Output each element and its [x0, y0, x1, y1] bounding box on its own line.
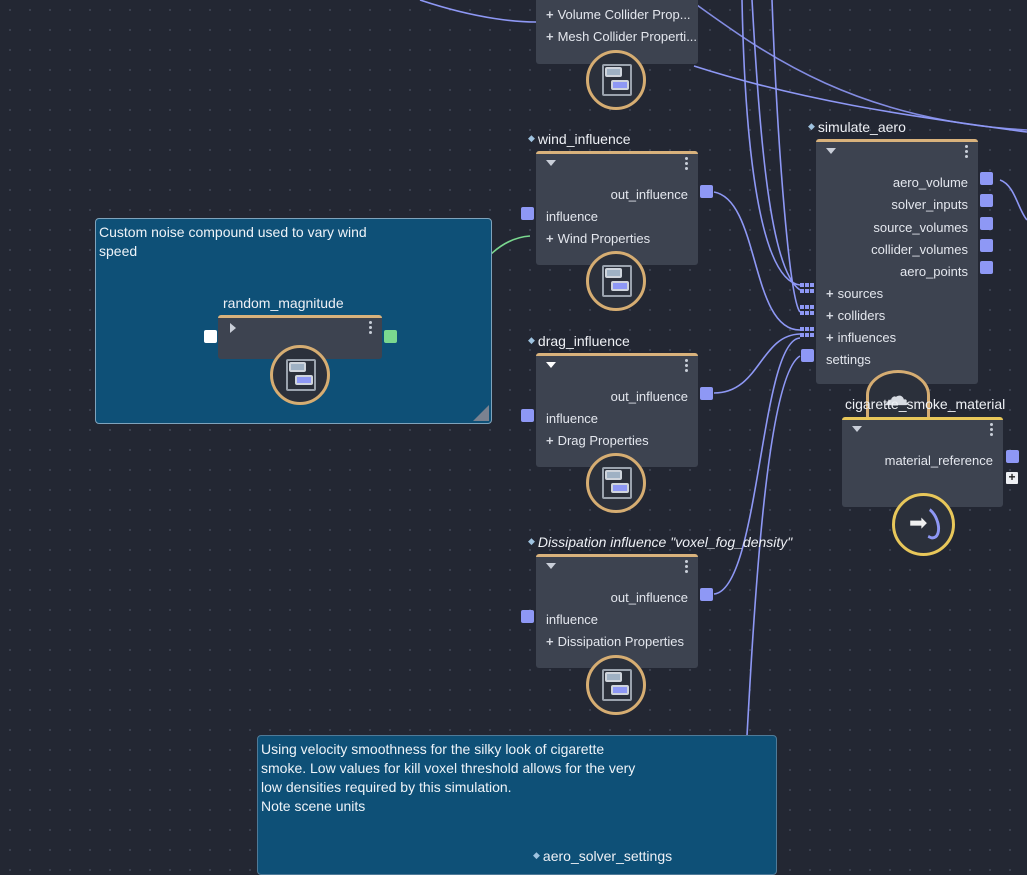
- wire-top-incoming: [419, 0, 537, 23]
- input-label: influence: [546, 612, 599, 627]
- output-label: source_volumes: [873, 220, 968, 235]
- group-row[interactable]: +Volume Collider Prop...: [546, 7, 691, 22]
- triangle-down-icon[interactable]: [546, 362, 556, 368]
- group-row[interactable]: +Mesh Collider Properti...: [546, 29, 698, 44]
- compound-icon[interactable]: [586, 655, 646, 715]
- kebab-menu-icon[interactable]: [369, 321, 372, 336]
- wire-wind-to-influences: [713, 191, 801, 331]
- output-port[interactable]: [980, 172, 993, 185]
- triangle-down-icon[interactable]: [852, 426, 862, 432]
- group-label: Volume Collider Prop...: [557, 7, 691, 22]
- triangle-down-icon[interactable]: [546, 563, 556, 569]
- node-title[interactable]: ◆drag_influence: [528, 333, 630, 349]
- output-port[interactable]: [980, 261, 993, 274]
- output-port[interactable]: [700, 387, 713, 400]
- node-title[interactable]: cigarette_smoke_material: [845, 396, 1006, 412]
- compound-icon[interactable]: [586, 453, 646, 513]
- input-port[interactable]: [521, 409, 534, 422]
- wire-aero-volume-out: [999, 179, 1027, 221]
- input-port[interactable]: [521, 610, 534, 623]
- output-port[interactable]: [700, 588, 713, 601]
- cloud-icon[interactable]: ☁: [866, 370, 930, 420]
- group-label: Mesh Collider Properti...: [557, 29, 698, 44]
- backdrop-note: Custom noise compound used to vary wind …: [99, 224, 367, 259]
- output-label: out_influence: [610, 389, 688, 404]
- arrow-right-icon[interactable]: ➡: [892, 493, 955, 556]
- output-port[interactable]: [1006, 450, 1019, 463]
- output-port[interactable]: [384, 330, 397, 343]
- kebab-menu-icon[interactable]: [685, 157, 688, 172]
- input-label: influence: [546, 411, 599, 426]
- solver-backdrop[interactable]: Using velocity smoothness for the silky …: [257, 735, 777, 875]
- input-multiport[interactable]: [800, 305, 814, 318]
- output-port[interactable]: [700, 185, 713, 198]
- node-title[interactable]: ◆wind_influence: [528, 131, 631, 147]
- output-port[interactable]: [980, 239, 993, 252]
- triangle-right-icon[interactable]: [230, 323, 236, 333]
- input-label: influence: [546, 209, 599, 224]
- group-row[interactable]: +influences: [826, 330, 897, 345]
- input-label: influences: [837, 330, 897, 345]
- compound-icon[interactable]: [586, 251, 646, 311]
- wire-top-to-sources-2: [751, 0, 801, 291]
- input-port[interactable]: [204, 330, 217, 343]
- simulate-aero-node[interactable]: aero_volume solver_inputs source_volumes…: [816, 139, 978, 384]
- colliders-compound-node[interactable]: +Volume Collider Prop... +Mesh Collider …: [536, 0, 698, 64]
- group-row[interactable]: +Drag Properties: [546, 433, 649, 448]
- wire-top-to-colliders: [771, 0, 801, 313]
- compound-icon[interactable]: [270, 345, 330, 405]
- input-port[interactable]: [521, 207, 534, 220]
- kebab-menu-icon[interactable]: [685, 359, 688, 374]
- add-port-button[interactable]: +: [1006, 471, 1018, 484]
- node-title[interactable]: ◆aero_solver_settings: [533, 848, 673, 864]
- group-row[interactable]: +sources: [826, 286, 884, 301]
- input-multiport[interactable]: [800, 327, 814, 340]
- cigarette-smoke-material-node[interactable]: material_reference: [842, 417, 1003, 507]
- group-row[interactable]: +Dissipation Properties: [546, 634, 685, 649]
- wire-top-right: [689, 0, 1027, 131]
- diamond-pin-icon: ◆: [528, 335, 535, 345]
- kebab-menu-icon[interactable]: [990, 423, 993, 438]
- diamond-pin-icon: ◆: [533, 850, 540, 860]
- node-title[interactable]: ◆Dissipation influence "voxel_fog_densit…: [528, 534, 793, 550]
- output-label: aero_volume: [892, 175, 968, 190]
- input-label: sources: [837, 286, 884, 301]
- node-title[interactable]: random_magnitude: [223, 295, 344, 311]
- diamond-pin-icon: ◆: [528, 536, 535, 546]
- wire-top-to-sources-1: [741, 0, 801, 286]
- output-port[interactable]: [980, 217, 993, 230]
- input-label: settings: [826, 352, 871, 367]
- output-label: solver_inputs: [891, 197, 968, 212]
- group-label: Dissipation Properties: [557, 634, 685, 649]
- output-port[interactable]: [980, 194, 993, 207]
- output-label: aero_points: [900, 264, 968, 279]
- group-label: Drag Properties: [557, 433, 649, 448]
- output-label: out_influence: [610, 590, 688, 605]
- triangle-down-icon[interactable]: [546, 160, 556, 166]
- diamond-pin-icon: ◆: [528, 133, 535, 143]
- input-multiport[interactable]: [800, 283, 814, 296]
- group-row[interactable]: +Wind Properties: [546, 231, 651, 246]
- input-label: colliders: [837, 308, 886, 323]
- diamond-pin-icon: ◆: [808, 121, 815, 131]
- wind-influence-node[interactable]: out_influence influence +Wind Properties: [536, 151, 698, 265]
- compound-icon[interactable]: [586, 50, 646, 110]
- output-label: out_influence: [610, 187, 688, 202]
- group-row[interactable]: +colliders: [826, 308, 886, 323]
- drag-influence-node[interactable]: out_influence influence +Drag Properties: [536, 353, 698, 467]
- output-label: material_reference: [884, 453, 993, 468]
- group-label: Wind Properties: [557, 231, 651, 246]
- backdrop-note: Using velocity smoothness for the silky …: [261, 741, 636, 814]
- resize-handle[interactable]: [473, 405, 489, 421]
- input-port[interactable]: [801, 349, 814, 362]
- triangle-down-icon[interactable]: [826, 148, 836, 154]
- kebab-menu-icon[interactable]: [685, 560, 688, 575]
- dissipation-influence-node[interactable]: out_influence influence +Dissipation Pro…: [536, 554, 698, 668]
- output-label: collider_volumes: [871, 242, 968, 257]
- wire-dissipation-to-influences: [713, 337, 801, 595]
- node-title[interactable]: ◆simulate_aero: [808, 119, 906, 135]
- wire-drag-to-influences: [713, 333, 801, 394]
- kebab-menu-icon[interactable]: [965, 145, 968, 160]
